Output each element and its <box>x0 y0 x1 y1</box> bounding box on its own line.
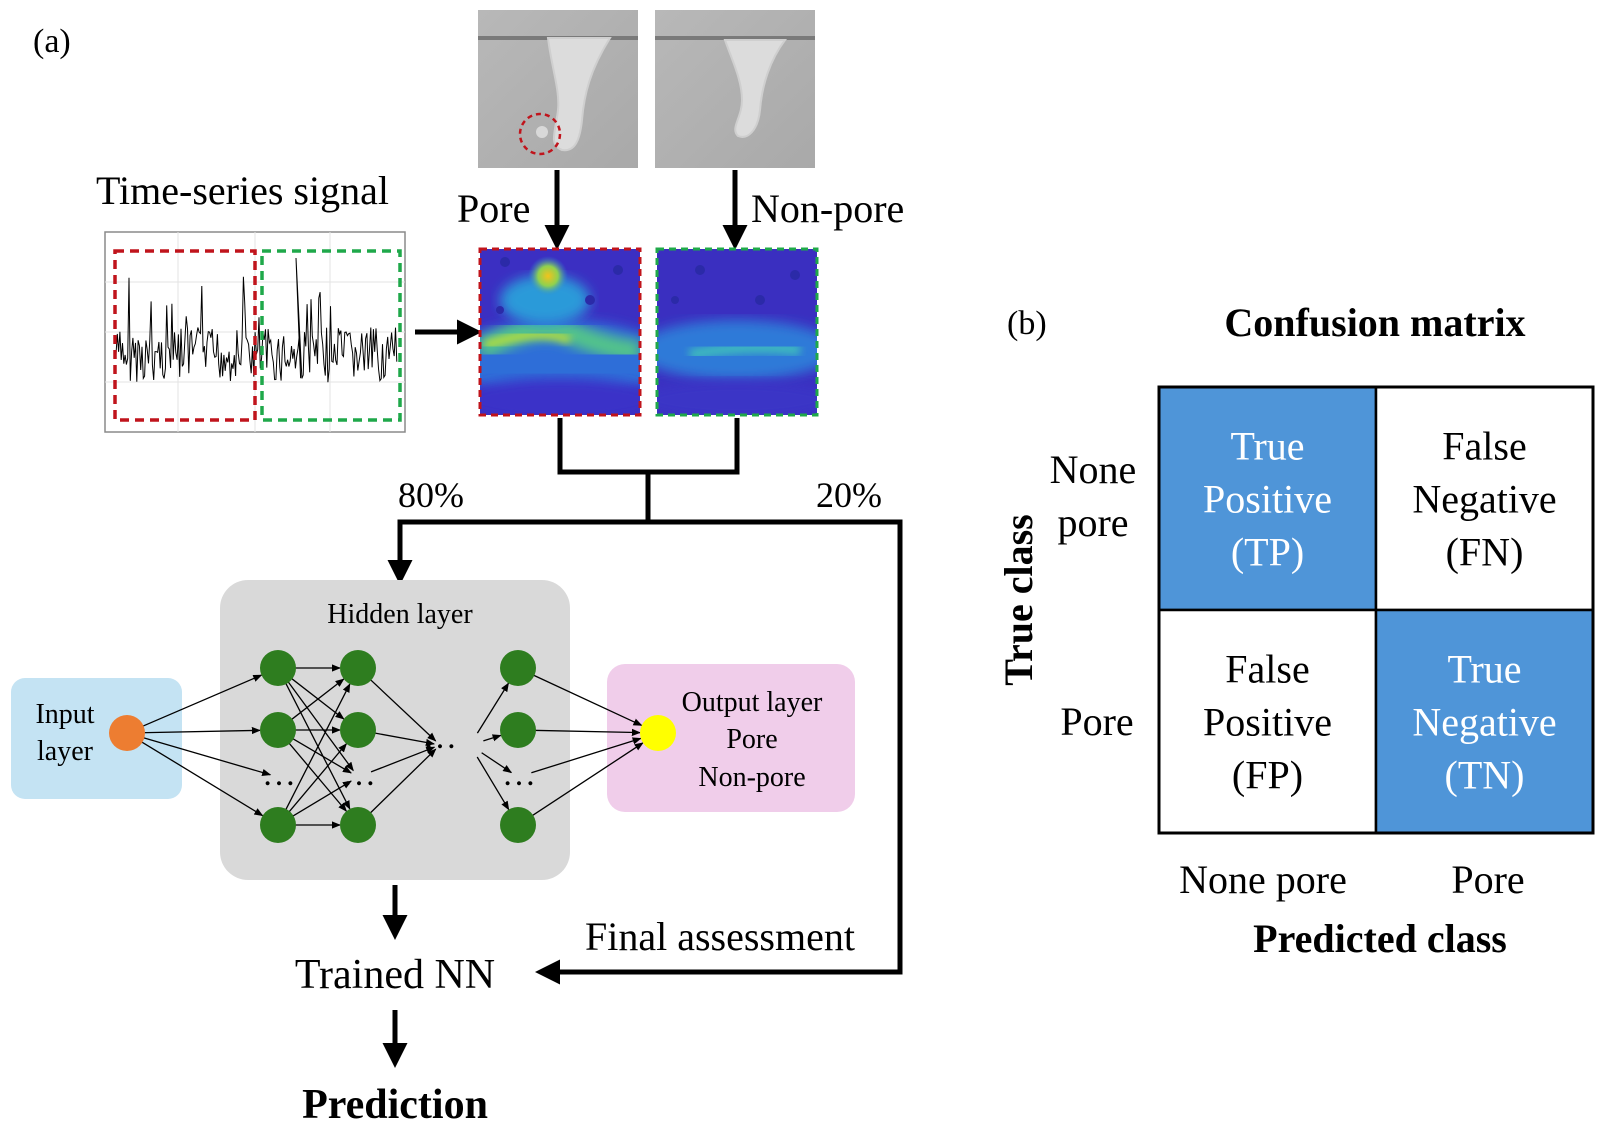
true-class-axis-label: True class <box>996 514 1041 685</box>
network-edge <box>138 739 264 817</box>
pore-label: Pore <box>457 186 530 231</box>
xray-image-pore <box>478 10 638 168</box>
input-layer-label-line1: Input <box>35 699 94 730</box>
matrix-cell-text: Negative <box>1412 477 1556 522</box>
hidden-neuron <box>500 712 536 748</box>
col-label-none-pore: None pore <box>1179 857 1347 902</box>
hidden-neuron <box>500 650 536 686</box>
matrix-cell-text: (TN) <box>1445 753 1525 798</box>
network-edge <box>371 731 435 747</box>
network-connections <box>138 664 644 829</box>
matrix-cell <box>1374 608 1595 835</box>
matrix-cell <box>1374 385 1595 612</box>
pore-window-box <box>113 249 257 422</box>
row-label-none-pore-line2: pore <box>1057 500 1128 545</box>
matrix-cell-text: True <box>1447 647 1521 692</box>
network-edge <box>483 734 502 742</box>
network-edge <box>283 680 351 810</box>
hidden-neuron <box>260 807 296 843</box>
final-assessment-label: Final assessment <box>585 914 855 959</box>
hidden-layer-label: Hidden layer <box>327 599 473 630</box>
neuron-ellipsis-middle: … <box>423 719 455 756</box>
matrix-cell-text: Negative <box>1412 700 1556 745</box>
matrix-cell-text: Positive <box>1203 477 1332 522</box>
output-layer-label-line1: Output layer <box>682 687 823 718</box>
network-edge <box>288 676 345 720</box>
panel-a-label: (a) <box>33 23 71 60</box>
neuron-ellipsis-col1: … <box>262 756 294 793</box>
network-edge <box>289 736 352 774</box>
time-series-plot <box>104 231 406 433</box>
col-label-pore: Pore <box>1451 857 1524 902</box>
network-edge <box>367 748 437 816</box>
matrix-cell-text: False <box>1225 647 1309 692</box>
signal-waveform <box>115 257 398 383</box>
network-neurons <box>109 650 676 843</box>
network-edge <box>476 756 510 811</box>
output-layer-label-line3: Non-pore <box>698 762 805 793</box>
network-edge <box>289 780 352 819</box>
network-edge <box>531 737 642 774</box>
trained-nn-label: Trained NN <box>295 952 495 998</box>
xray-image-nonpore <box>655 10 815 168</box>
split-train-label: 80% <box>398 475 464 515</box>
network-edge <box>481 752 513 774</box>
hidden-neuron <box>340 807 376 843</box>
network-edge <box>286 743 347 815</box>
output-node <box>640 715 676 751</box>
hidden-neuron <box>500 807 536 843</box>
network-edge <box>140 736 272 776</box>
hidden-neuron <box>260 712 296 748</box>
matrix-cell-text: Positive <box>1203 700 1332 745</box>
network-edge <box>476 682 510 734</box>
scalogram-nonpore <box>655 247 819 417</box>
matrix-cell <box>1157 608 1378 835</box>
row-label-pore: Pore <box>1060 699 1133 744</box>
input-layer-box <box>11 678 182 799</box>
network-edge <box>139 674 263 729</box>
network-edge <box>140 726 261 735</box>
network-edge <box>285 678 354 772</box>
network-edge <box>530 673 643 727</box>
hidden-neuron <box>340 712 376 748</box>
matrix-cell-text: False <box>1442 424 1526 469</box>
prediction-label: Prediction <box>302 1082 488 1128</box>
predicted-class-axis-label: Predicted class <box>1253 916 1507 961</box>
hidden-neuron <box>340 650 376 686</box>
matrix-cell-text: (FP) <box>1232 753 1303 798</box>
confusion-matrix-title: Confusion matrix <box>1224 300 1525 345</box>
hidden-layer-box <box>220 580 570 880</box>
split-test-label: 20% <box>816 475 882 515</box>
matrix-border <box>1157 385 1595 835</box>
input-node <box>109 715 145 751</box>
network-edge <box>288 678 345 722</box>
output-layer-label-line2: Pore <box>726 724 777 755</box>
nonpore-label: Non-pore <box>751 186 904 231</box>
neuron-ellipsis-col3: … <box>502 756 534 793</box>
matrix-cell <box>1157 385 1378 612</box>
matrix-cell-text: True <box>1230 424 1304 469</box>
pore-marker-icon <box>518 112 562 156</box>
network-edge <box>529 742 644 818</box>
network-edge <box>370 746 436 773</box>
panel-b-label: (b) <box>1007 305 1047 342</box>
network-edge <box>286 740 347 812</box>
input-layer-label-line2: layer <box>37 736 94 767</box>
neuron-ellipsis-col2: … <box>342 756 374 793</box>
network-edge <box>531 728 641 737</box>
signal-title: Time-series signal <box>96 168 389 213</box>
matrix-cell-text: (TP) <box>1231 530 1304 575</box>
network-edge <box>367 677 437 742</box>
network-edge <box>283 683 351 813</box>
row-label-none-pore-line1: None <box>1050 447 1137 492</box>
scalogram-pore <box>478 247 642 417</box>
output-layer-box <box>607 664 855 812</box>
hidden-neuron <box>260 650 296 686</box>
confusion-matrix: TruePositive(TP)FalseNegative(FN)FalsePo… <box>1157 385 1595 835</box>
data-split-connectors <box>387 418 903 985</box>
nonpore-window-box <box>260 249 402 422</box>
matrix-cell-text: (FN) <box>1446 530 1524 575</box>
